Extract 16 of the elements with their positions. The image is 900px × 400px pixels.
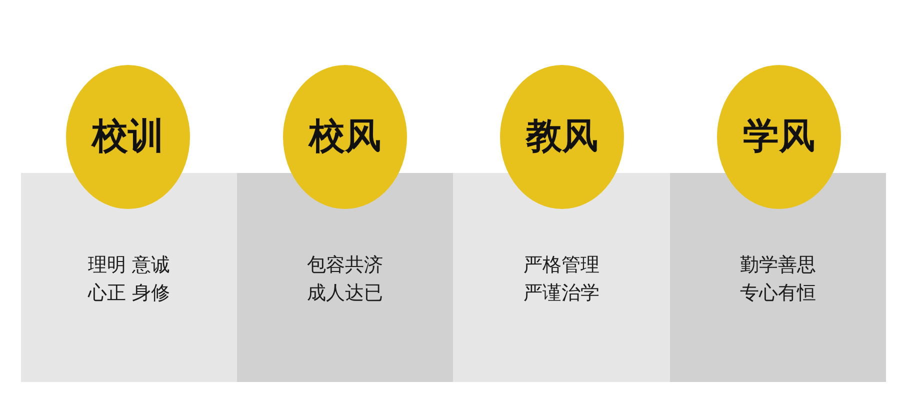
motto-text: 严谨治学 — [524, 281, 600, 306]
column-panel — [670, 173, 886, 382]
motto-text: 理明 意诚 — [88, 253, 170, 278]
heading-text: 学风 — [743, 117, 815, 157]
motto-text: 心正 身修 — [88, 281, 170, 306]
column-panel — [237, 173, 453, 382]
motto-text: 勤学善思 — [740, 253, 816, 278]
heading-text: 校训 — [92, 117, 164, 157]
motto-text: 包容共济 — [307, 253, 383, 278]
motto-text: 严格管理 — [524, 253, 600, 278]
motto-text: 成人达已 — [307, 281, 383, 306]
heading-text: 校风 — [309, 117, 381, 157]
column-panel — [453, 173, 670, 382]
heading-text: 教风 — [526, 117, 598, 157]
column-panel — [21, 173, 237, 382]
motto-text: 专心有恒 — [740, 281, 816, 306]
